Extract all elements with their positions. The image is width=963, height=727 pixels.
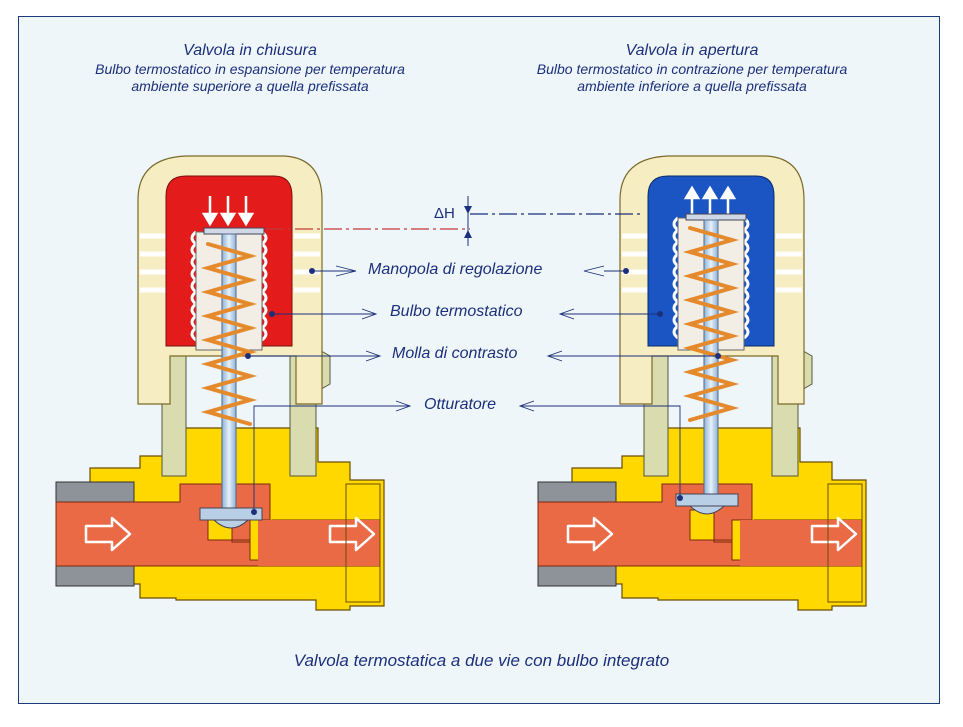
- pipe-union: [537, 481, 617, 503]
- right-state-title: Valvola in apertura: [625, 42, 759, 59]
- left-state-header: Valvola in chiusura Bulbo termostatico i…: [30, 41, 470, 95]
- knob-grip: [140, 233, 320, 293]
- left-state-title: Valvola in chiusura: [183, 42, 317, 59]
- delta-h-label: ΔH: [434, 205, 455, 222]
- flow-channel-outlet: [740, 520, 862, 566]
- counter-spring: [200, 242, 258, 426]
- delta-h-dimension: [266, 196, 640, 246]
- pipe-union: [537, 565, 617, 587]
- left-valve: [55, 155, 385, 611]
- bulb-bellows: [190, 230, 268, 342]
- outlet-thread: [345, 483, 381, 603]
- plug-tip: [212, 519, 250, 529]
- counter-spring: [682, 226, 740, 422]
- label-knob: Manopola di regolazione: [368, 261, 543, 278]
- pipe-union: [55, 565, 135, 587]
- valve-plug: [675, 493, 739, 507]
- contraction-arrows-icon: [683, 185, 737, 214]
- leader-lines: [248, 265, 718, 512]
- plug-tip: [688, 505, 726, 515]
- left-state-line2: ambiente superiore a quella prefissata: [131, 78, 369, 94]
- knob-grip: [622, 233, 802, 293]
- valve-stem: [703, 219, 719, 501]
- right-state-line1: Bulbo termostatico in contrazione per te…: [536, 61, 848, 77]
- label-plug: Otturatore: [424, 396, 497, 413]
- diagram-caption: Valvola termostatica a due vie con bulbo…: [293, 651, 670, 670]
- right-valve: [537, 155, 867, 611]
- right-state-header: Valvola in apertura Bulbo termostatico i…: [472, 41, 912, 95]
- left-state-line1: Bulbo termostatico in espansione per tem…: [95, 61, 405, 77]
- right-state-line2: ambiente inferiore a quella prefissata: [577, 78, 807, 94]
- leader-dots: [245, 268, 721, 515]
- pipe-union: [55, 481, 135, 503]
- label-spring: Molla di contrasto: [392, 345, 518, 362]
- label-bulb: Bulbo termostatico: [390, 303, 523, 320]
- flow-channel-outlet: [258, 520, 380, 566]
- outlet-thread: [827, 483, 863, 603]
- expansion-arrows-icon: [201, 196, 255, 227]
- bulb-plate: [685, 213, 747, 221]
- bulb-plate: [203, 227, 265, 235]
